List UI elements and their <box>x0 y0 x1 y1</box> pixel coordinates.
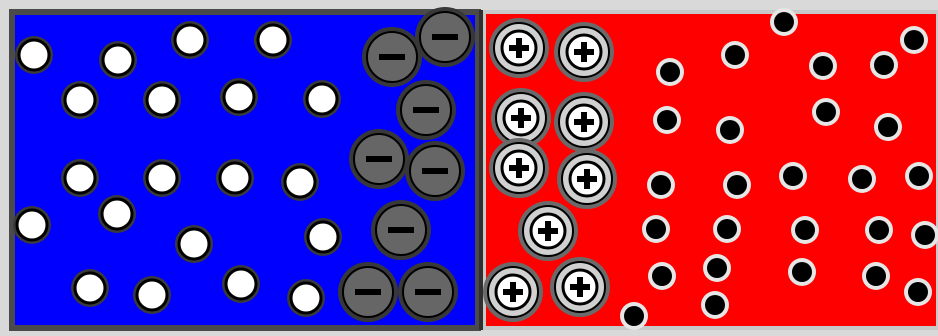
hole-icon <box>900 26 928 54</box>
electron-icon <box>303 80 341 118</box>
hole-icon <box>874 113 902 141</box>
electron-icon <box>99 41 137 79</box>
electron-icon <box>216 159 254 197</box>
positive-ion-icon <box>554 22 614 82</box>
negative-ion-icon <box>362 27 422 87</box>
electron-icon <box>143 81 181 119</box>
hole-icon <box>642 215 670 243</box>
electron-icon <box>61 81 99 119</box>
hole-icon <box>653 106 681 134</box>
hole-icon <box>723 171 751 199</box>
electron-icon <box>143 159 181 197</box>
electron-icon <box>175 225 213 263</box>
positive-ion-icon <box>489 138 549 198</box>
hole-icon <box>862 262 890 290</box>
positive-ion-icon <box>518 201 578 261</box>
negative-ion-icon <box>396 80 456 140</box>
hole-icon <box>848 165 876 193</box>
electron-icon <box>61 159 99 197</box>
negative-ion-icon <box>398 262 458 322</box>
hole-icon <box>812 98 840 126</box>
hole-icon <box>809 52 837 80</box>
electron-icon <box>287 279 325 317</box>
positive-ion-icon <box>483 262 543 322</box>
electron-icon <box>133 276 171 314</box>
hole-icon <box>870 51 898 79</box>
hole-icon <box>703 254 731 282</box>
hole-icon <box>701 291 729 319</box>
hole-icon <box>770 8 798 36</box>
electron-icon <box>15 36 53 74</box>
hole-icon <box>788 258 816 286</box>
positive-ion-icon <box>557 149 617 209</box>
negative-ion-icon <box>338 262 398 322</box>
electron-icon <box>222 265 260 303</box>
negative-ion-icon <box>371 200 431 260</box>
hole-icon <box>620 302 648 330</box>
positive-ion-icon <box>489 18 549 78</box>
negative-ion-icon <box>415 7 475 67</box>
hole-icon <box>911 221 938 249</box>
electron-icon <box>220 78 258 116</box>
electron-icon <box>171 21 209 59</box>
hole-icon <box>647 171 675 199</box>
hole-icon <box>904 278 932 306</box>
electron-icon <box>71 269 109 307</box>
hole-icon <box>721 41 749 69</box>
electron-icon <box>98 195 136 233</box>
hole-icon <box>713 215 741 243</box>
negative-ion-icon <box>349 129 409 189</box>
electron-icon <box>13 206 51 244</box>
electron-icon <box>281 163 319 201</box>
hole-icon <box>656 58 684 86</box>
electron-icon <box>304 218 342 256</box>
negative-ion-icon <box>405 141 465 201</box>
hole-icon <box>905 162 933 190</box>
hole-icon <box>791 216 819 244</box>
hole-icon <box>779 162 807 190</box>
hole-icon <box>648 262 676 290</box>
positive-ion-icon <box>550 257 610 317</box>
electron-icon <box>254 21 292 59</box>
hole-icon <box>716 116 744 144</box>
hole-icon <box>865 216 893 244</box>
positive-ion-icon <box>554 92 614 152</box>
